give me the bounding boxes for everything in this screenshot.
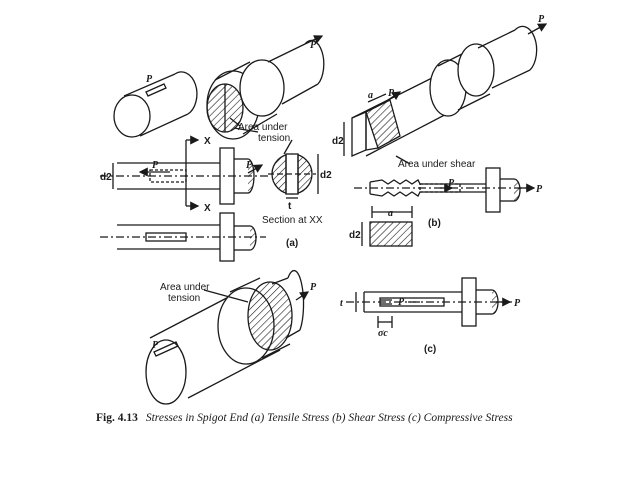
tension-isometric-top [113,35,325,140]
label-p-shear-slot: P [388,88,395,99]
label-d2-shear-bottom: d2 [349,230,361,241]
label-area-under-shear: Area under shear [398,159,476,170]
label-a-shear-front: a [388,208,393,219]
label-x-bottom: X [204,203,211,214]
label-p-top-left: P [146,74,153,85]
label-p-shear-top: P [538,14,545,25]
label-part-b: (b) [428,218,441,229]
label-d2-left: d2 [100,172,112,183]
label-p-bottom-slot: P [152,340,159,351]
label-area-tension-bottom-2: tension [168,293,200,304]
label-p-top-arrow: P [310,40,317,51]
diagram-labels: P P X X P P d2 d2 t Area under tension S… [100,14,545,355]
label-d2-section: d2 [320,170,332,181]
figure-number: Fig. 4.13 [96,412,138,424]
label-p-shear-front: P [448,178,455,189]
label-t-compression: t [340,298,344,309]
figure-caption: Fig. 4.13 Stresses in Spigot End (a) Tens… [96,412,616,428]
label-area-tension-bottom-1: Area under [160,282,210,293]
compression-front-view [346,277,512,328]
label-p-bottom-arrow: P [310,282,317,293]
label-part-a: (a) [286,238,298,249]
label-sigma-c: σc [378,328,388,339]
label-area-tension-top-2: tension [258,133,290,144]
tension-isometric-bottom [145,269,310,405]
shear-front-view [354,167,536,247]
label-part-c: (c) [424,344,436,355]
label-a-shear-top: a [368,90,373,101]
shear-isometric [343,23,548,165]
label-p-right: P [246,160,253,171]
figure-caption-text: Stresses in Spigot End (a) Tensile Stres… [145,412,513,424]
label-p-compression-right: P [514,298,521,309]
label-section-xx: Section at XX [262,215,323,226]
label-d2-shear-top: d2 [332,136,344,147]
label-x-top: X [204,136,211,147]
label-area-tension-top-1: Area under [238,122,288,133]
tension-plain-view [100,212,266,262]
label-t-section: t [288,201,292,212]
section-xx [233,127,319,199]
label-p-section: P [152,160,159,171]
tension-section-view [100,135,268,211]
label-p-compression: P [398,297,405,308]
label-p-shear-right: P [536,184,543,195]
